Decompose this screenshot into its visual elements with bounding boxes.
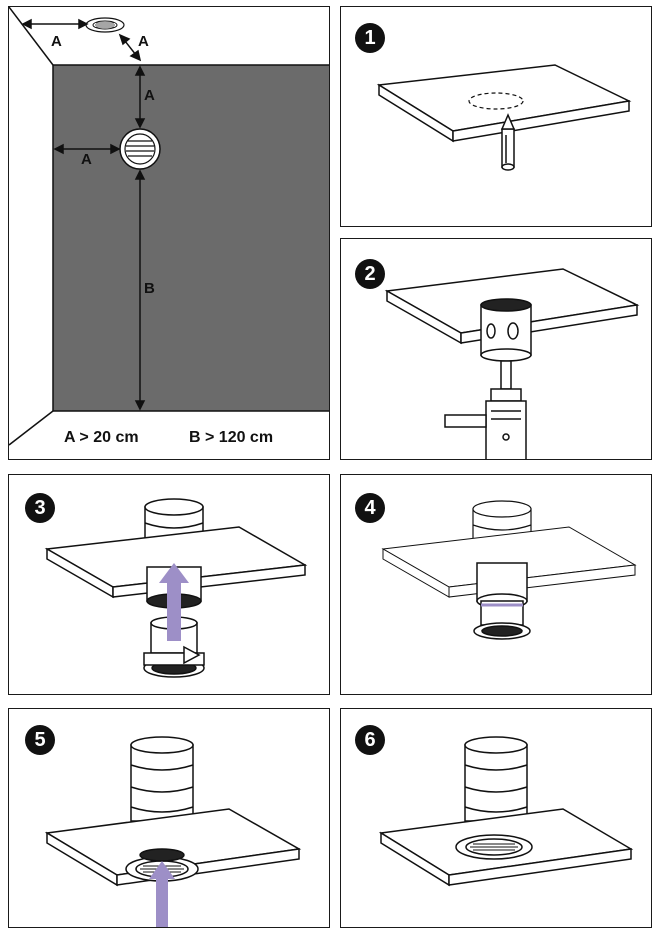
dimension-arrows [21,18,146,411]
step-5-panel: 5 [8,708,330,928]
step-6-panel: 6 [340,708,652,928]
installed-grille-icon [378,736,634,887]
step-5-badge: 5 [25,725,55,755]
step-6-badge: 6 [355,725,385,755]
step-4-panel: 4 [340,474,652,695]
step-1-badge: 1 [355,23,385,53]
wall-vent-icon [119,128,161,170]
step-2-badge: 2 [355,259,385,289]
dim-label-a-left: A [81,151,92,168]
legend-b-rule: B > 120 cm [189,429,274,446]
up-arrow-icon [159,563,189,641]
push-grille-arrow-icon [44,736,302,927]
step-1-panel: 1 [340,6,652,227]
back-wall [53,65,329,411]
step-3-badge: 3 [25,493,55,523]
dim-label-a-diagonal: A [138,33,149,50]
insert-sleeve-arrow-icon [44,498,308,678]
room-drawing [9,7,329,446]
placement-diagram: A A A A B A > 20 cm B > 120 cm [8,6,330,460]
ceiling-pencil-marking-icon [376,64,632,171]
dim-label-a-top: A [51,33,62,50]
dim-label-b: B [144,280,155,297]
legend-a-rule: A > 20 cm [64,429,139,446]
step-4-badge: 4 [355,493,385,523]
step-2-panel: 2 [340,238,652,460]
ceiling-vent-icon [85,17,125,33]
step-3-panel: 3 [8,474,330,695]
fitted-sleeve-icon [381,500,637,640]
up-arrow-icon-2 [149,861,175,927]
dim-label-a-vertical: A [144,87,155,104]
drill-hole-saw-icon [384,268,640,459]
